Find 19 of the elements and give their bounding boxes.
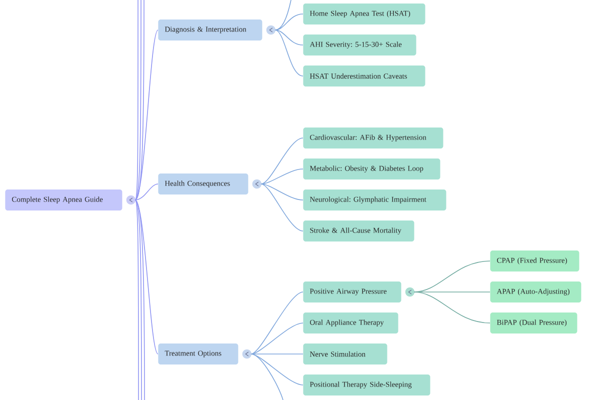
branch-line <box>274 30 304 46</box>
branch-line <box>134 184 158 200</box>
branch-line <box>134 0 142 200</box>
branch-line <box>134 0 138 200</box>
branch-line <box>274 30 304 76</box>
branch-line <box>274 0 292 30</box>
branch-line <box>260 184 304 232</box>
branch-line <box>250 292 304 354</box>
branch-line <box>250 322 304 354</box>
branch-line <box>260 184 304 200</box>
branch-line <box>250 354 284 400</box>
branch-line <box>134 0 144 200</box>
branch-line <box>134 200 145 400</box>
branch-line <box>274 14 304 30</box>
branch-line <box>134 200 139 400</box>
branch-line <box>260 138 304 184</box>
branch-line <box>134 200 142 400</box>
branch-line <box>414 292 490 324</box>
branch-line <box>260 168 304 184</box>
